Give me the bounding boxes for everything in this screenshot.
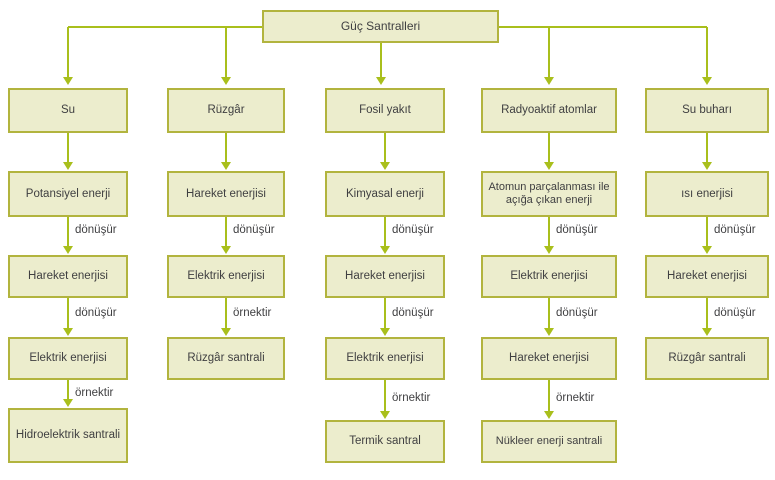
arrows-col-radyoaktif-atomlar (544, 133, 554, 419)
edge-label: dönüşür (233, 224, 275, 236)
node-su: Su (8, 88, 128, 133)
node-buhar-ruzgar-santrali: Rüzgâr santrali (645, 337, 769, 380)
node-fosil-yakit: Fosil yakıt (325, 88, 445, 133)
edge-label: dönüşür (556, 224, 598, 236)
node-su-buhari: Su buharı (645, 88, 769, 133)
node-ruzgar-santrali: Rüzgâr santrali (167, 337, 285, 380)
node-buhar-hareket-enerjisi: Hareket enerjisi (645, 255, 769, 298)
node-su-elektrik-enerjisi: Elektrik enerjisi (8, 337, 128, 380)
edge-label: örnektir (556, 392, 595, 404)
arrows-col-fosil-yakit (380, 133, 390, 419)
node-radyoaktif-atomlar: Radyoaktif atomlar (481, 88, 617, 133)
node-nukleer-enerji-santrali: Nükleer enerji santrali (481, 420, 617, 463)
edge-label: dönüşür (714, 224, 756, 236)
node-su-hareket-enerjisi: Hareket enerjisi (8, 255, 128, 298)
node-kimyasal-enerji: Kimyasal enerji (325, 171, 445, 217)
edge-label: dönüşür (714, 307, 756, 319)
edge-label: dönüşür (75, 307, 117, 319)
node-fosil-elektrik-enerjisi: Elektrik enerjisi (325, 337, 445, 380)
node-atomun-parcalanmasi-enerji: Atomun parçalanması ile açığa çıkan ener… (481, 171, 617, 217)
node-isi-enerjisi: ısı enerjisi (645, 171, 769, 217)
arrows-col-ruzgar (221, 133, 231, 336)
node-ruzgar-elektrik-enerjisi: Elektrik enerjisi (167, 255, 285, 298)
node-radyoaktif-hareket-enerjisi: Hareket enerjisi (481, 337, 617, 380)
edge-label: dönüşür (392, 224, 434, 236)
node-fosil-hareket-enerjisi: Hareket enerjisi (325, 255, 445, 298)
node-termik-santral: Termik santral (325, 420, 445, 463)
edge-label: dönüşür (392, 307, 434, 319)
node-ruzgar: Rüzgâr (167, 88, 285, 133)
node-ruzgar-hareket-enerjisi: Hareket enerjisi (167, 171, 285, 217)
edge-label: dönüşür (556, 307, 598, 319)
edge-label: örnektir (392, 392, 431, 404)
edge-label: örnektir (75, 387, 114, 399)
arrows-col-su (63, 133, 73, 407)
edge-label: örnektir (233, 307, 272, 319)
node-radyoaktif-elektrik-enerjisi: Elektrik enerjisi (481, 255, 617, 298)
node-guc-santralleri: Güç Santralleri (262, 10, 499, 43)
node-hidroelektrik-santrali: Hidroelektrik santrali (8, 408, 128, 463)
arrows-col-su-buhari (702, 133, 712, 336)
node-potansiyel-enerji: Potansiyel enerji (8, 171, 128, 217)
edge-label: dönüşür (75, 224, 117, 236)
